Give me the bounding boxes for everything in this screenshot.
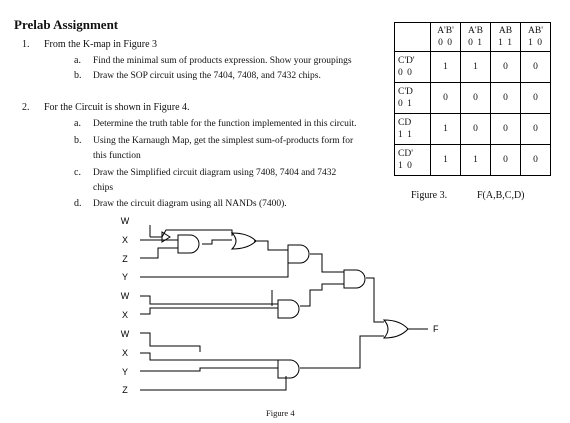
or-gate (230, 232, 257, 250)
figure4-caption: Figure 4 (266, 408, 295, 418)
kmap-cell: 0 (490, 144, 521, 176)
and-gate (277, 359, 300, 379)
input-label: Y (122, 272, 128, 282)
input-label: Z (122, 385, 128, 395)
q1-b-marker: b. (74, 70, 82, 81)
input-label: X (122, 348, 128, 358)
q1-a-marker: a. (74, 55, 81, 66)
kmap-cell: 0 (520, 144, 551, 176)
q2-a-marker: a. (74, 118, 81, 129)
q2-text: For the Circuit is shown in Figure 4. (44, 102, 190, 113)
kmap-cell: 0 (520, 82, 551, 114)
q1-number: 1. (22, 39, 30, 50)
q2-c-marker: c. (74, 167, 81, 178)
q1-b-text: Draw the SOP circuit using the 7404, 740… (93, 71, 321, 81)
kmap-row-header: CD'1 0 (394, 144, 431, 176)
kmap-cell: 0 (490, 82, 521, 114)
kmap-cell: 0 (490, 113, 521, 145)
not-gate (161, 231, 171, 243)
q1-a-text: Find the minimal sum of products express… (93, 56, 352, 66)
input-label: W (121, 329, 130, 339)
q2-d-text: Draw the circuit diagram using all NANDs… (93, 199, 287, 209)
input-label: X (122, 235, 128, 245)
and-gate (287, 244, 310, 264)
kmap-function-label: F(A,B,C,D) (477, 190, 525, 201)
kmap-cell: 0 (460, 113, 491, 145)
q2-c-line2: chips (93, 183, 114, 193)
or-gate (382, 319, 409, 339)
and-gate (343, 269, 366, 289)
kmap-col-header: AB'1 0 (520, 22, 551, 52)
q2-b-marker: b. (74, 135, 82, 146)
kmap-cell: 1 (460, 144, 491, 176)
input-label: Y (122, 367, 128, 377)
input-label: Z (122, 254, 128, 264)
q2-c-line1: Draw the Simplified circuit diagram usin… (93, 168, 337, 178)
output-label: F (433, 324, 439, 334)
input-label: X (122, 310, 128, 320)
q2-d-marker: d. (74, 198, 82, 209)
and-gate (177, 234, 200, 254)
q2-b-line2: this function (93, 151, 141, 161)
kmap-cell: 0 (520, 51, 551, 83)
q1-text: From the K-map in Figure 3 (44, 39, 158, 50)
q2-b-line1: Using the Karnaugh Map, get the simplest… (93, 136, 354, 146)
q2-a-text: Determine the truth table for the functi… (93, 119, 357, 129)
and-gate (277, 299, 300, 319)
figure3-caption: Figure 3. (411, 190, 448, 201)
kmap-row: CD'1 0 1 1 0 0 (394, 144, 551, 176)
input-label: W (121, 216, 130, 226)
page-title: Prelab Assignment (14, 17, 119, 32)
q2-number: 2. (22, 102, 30, 113)
input-label: W (121, 291, 130, 301)
